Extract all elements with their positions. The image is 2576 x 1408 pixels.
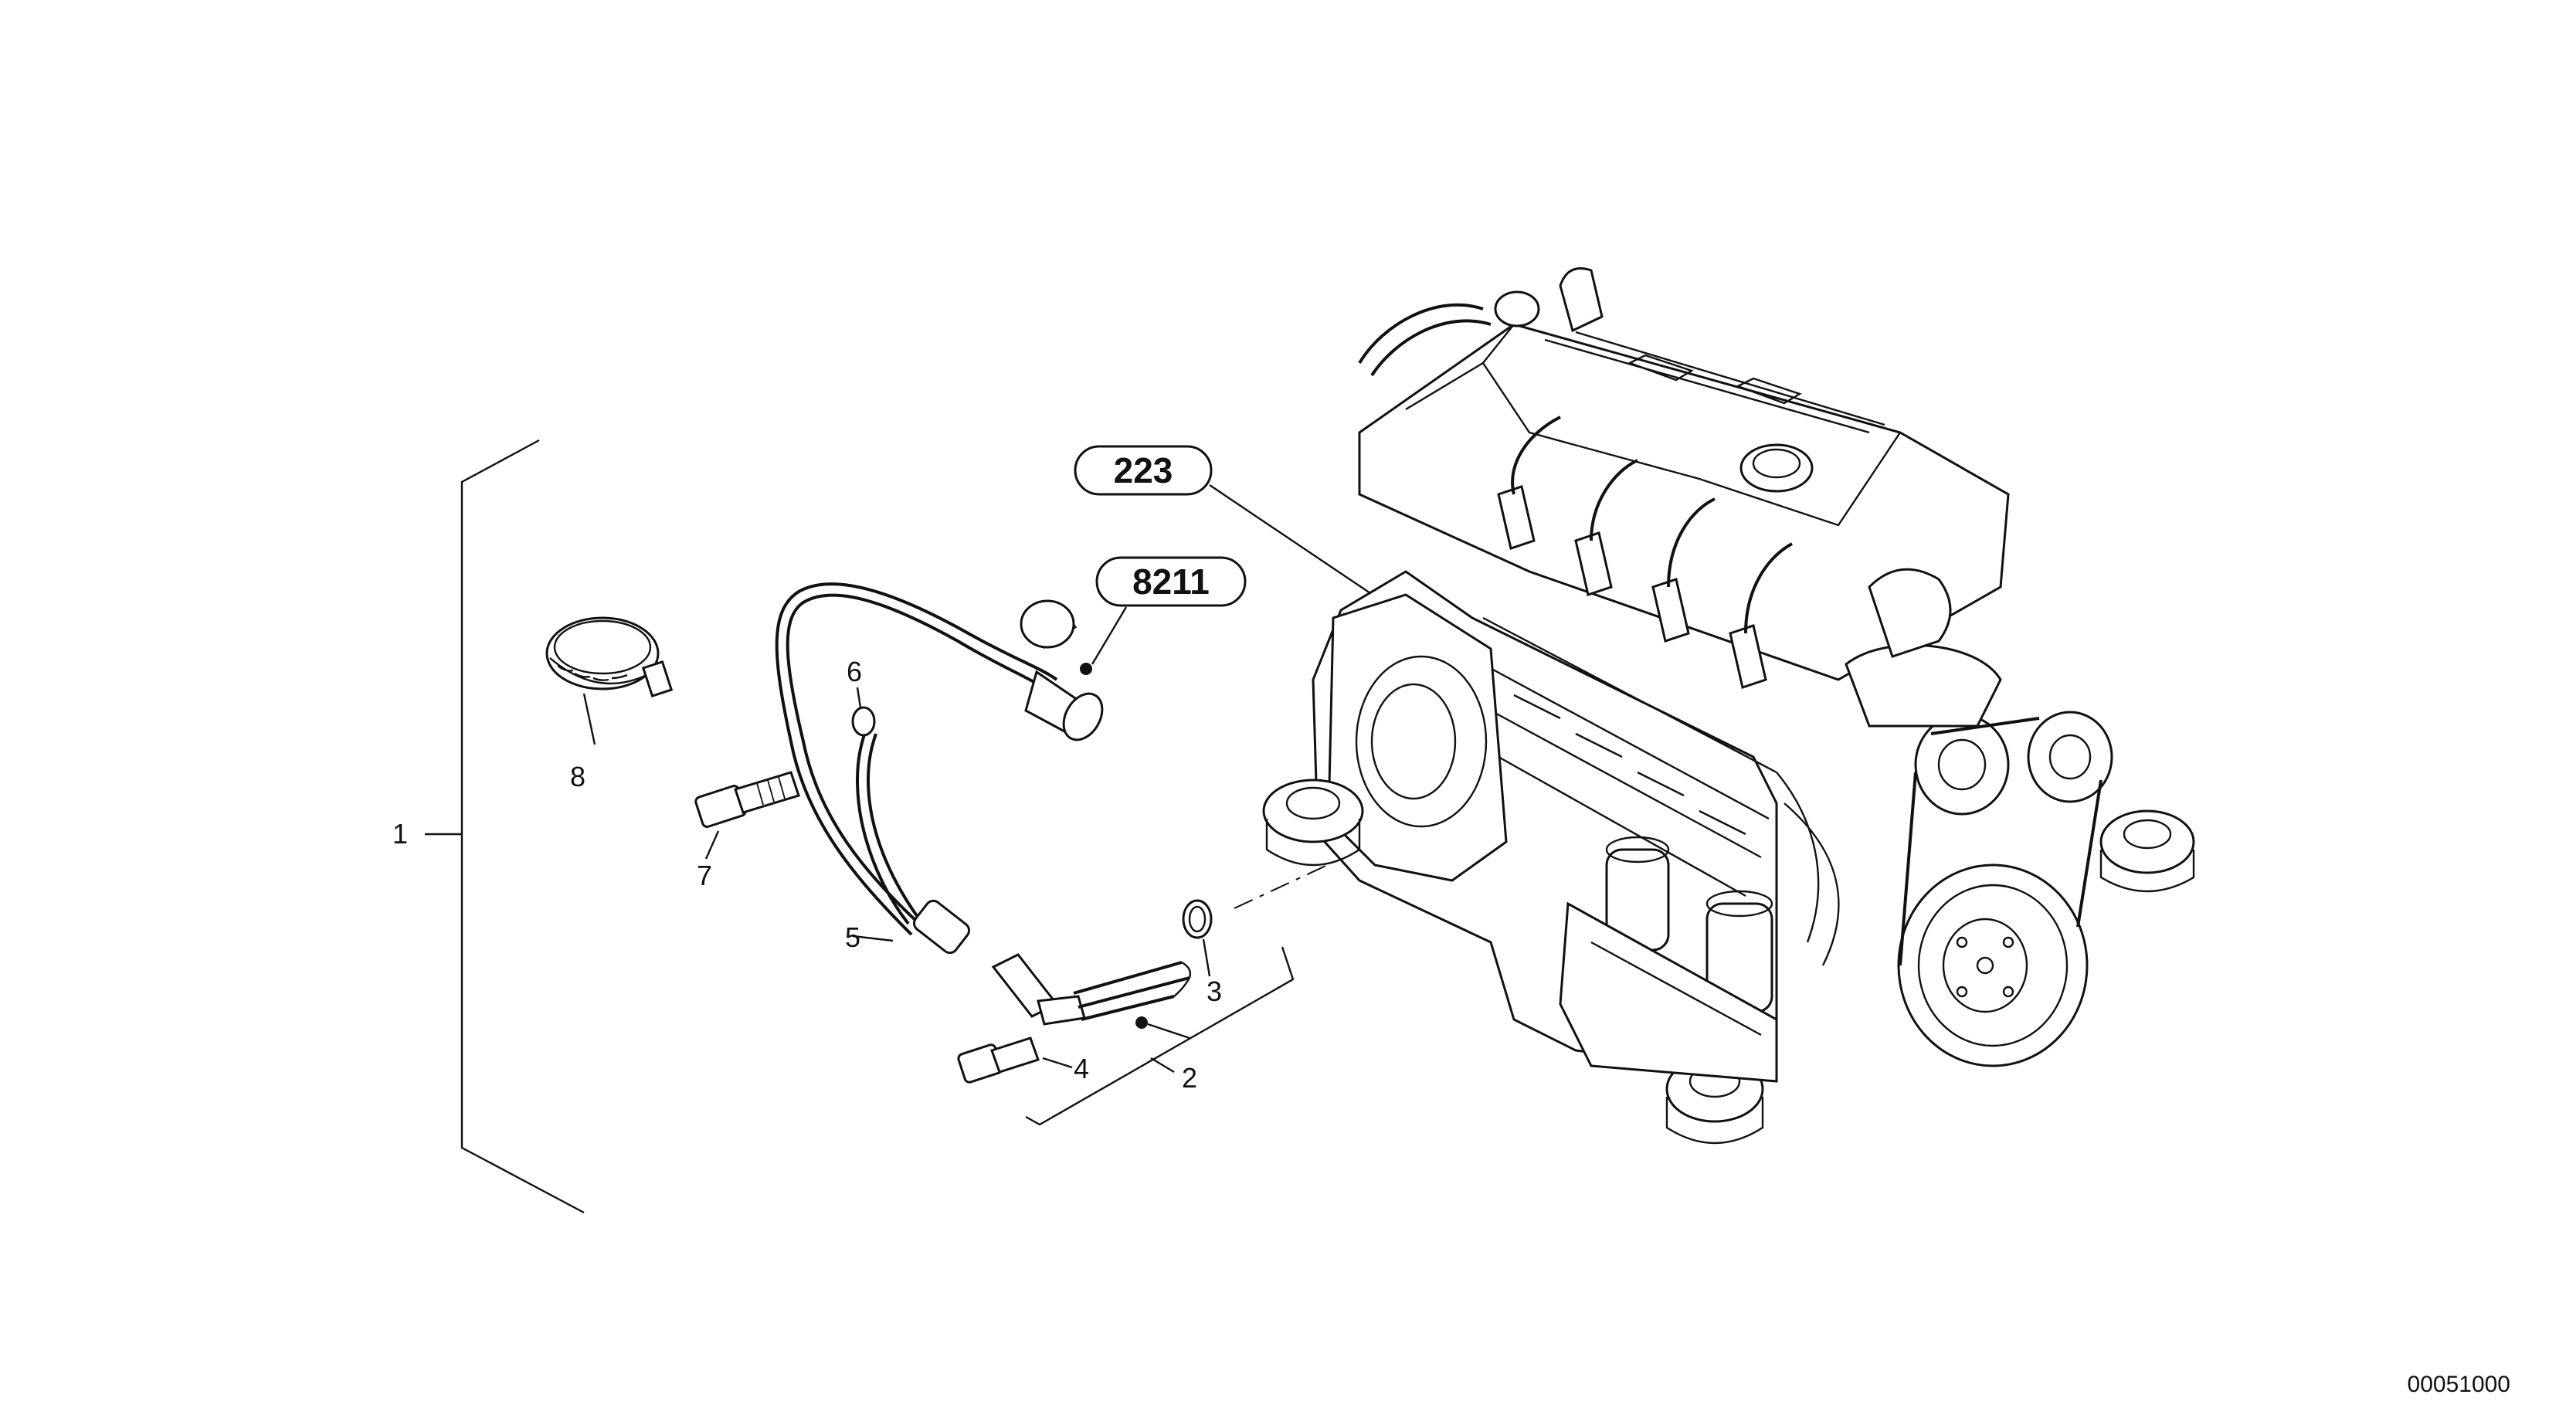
callout-8211-label: 8211 [1132,562,1210,602]
item-2-bracket [1025,946,1295,1126]
part-label-6: 6 [847,656,862,687]
bolt-4 [957,1036,1073,1084]
part-label-3: 3 [1207,975,1222,1007]
part-label-7: 7 [697,860,712,891]
part-label-4: 4 [1074,1053,1089,1084]
callout-8211 [1095,556,1247,607]
reference-number: 00051000 [2408,1372,2510,1397]
callout-223-label: 223 [1114,450,1173,490]
bolt-7 [694,771,800,860]
part-label-2: 2 [1182,1062,1197,1094]
heater-element [991,899,1213,1040]
diesel-engine [1262,267,2195,1145]
hose-clamp [545,616,674,745]
part-label-8: 8 [570,761,585,792]
part-label-1: 1 [392,818,408,850]
heater-cable [775,582,1128,955]
assembly-bracket [425,439,585,1214]
part-label-5: 5 [845,921,860,953]
